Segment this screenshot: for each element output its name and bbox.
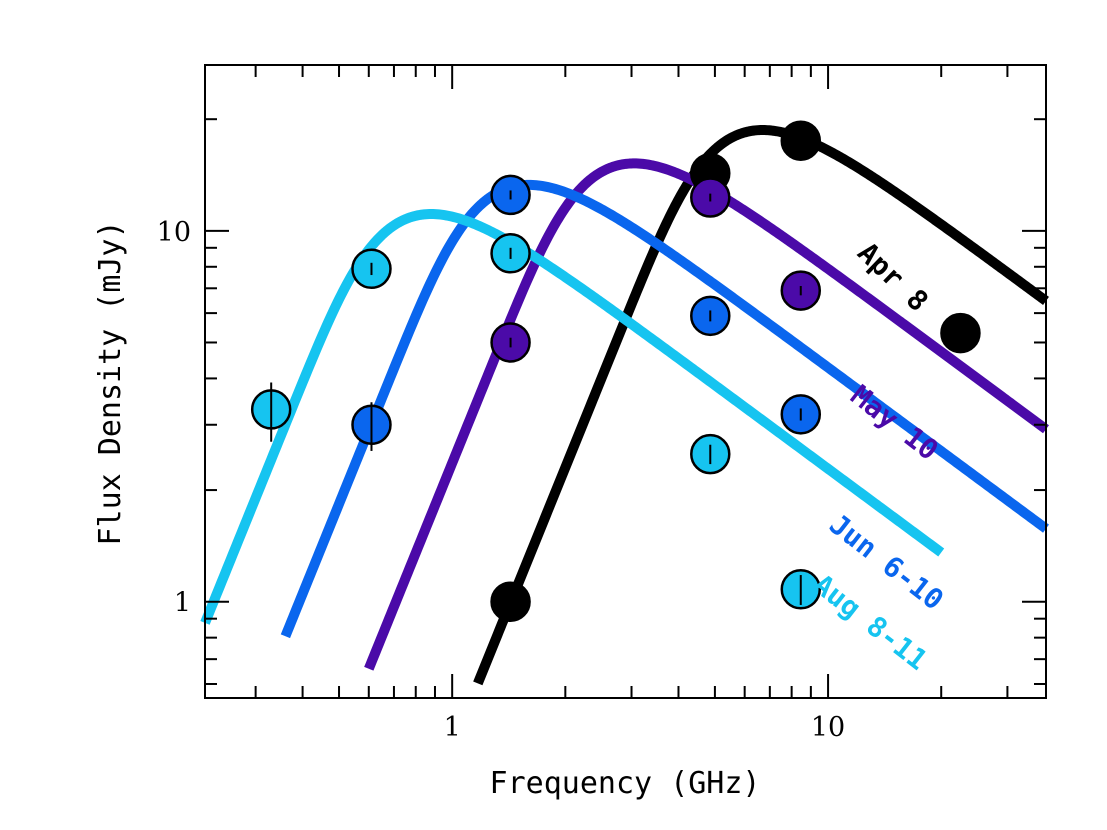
data-point	[780, 120, 822, 161]
axes	[204, 64, 1047, 699]
fit-curve-2	[280, 179, 1050, 639]
y-tick-label: 1	[174, 588, 191, 619]
y-axis-label: Flux Density (mJy)	[93, 220, 128, 545]
data-point	[940, 312, 981, 354]
fit-curve-0	[473, 125, 1050, 686]
x-axis-label: Frequency (GHz)	[490, 766, 761, 801]
fit-curve-3	[200, 209, 945, 625]
x-tick-label: 1	[444, 712, 461, 743]
y-tick-label: 10	[157, 217, 191, 248]
fit-curves	[200, 125, 1050, 686]
x-tick-label: 10	[811, 712, 845, 743]
series-label: May 10	[845, 379, 945, 467]
series-label: Apr 8	[851, 236, 935, 318]
plot-frame	[204, 64, 1047, 699]
data-points	[250, 120, 981, 622]
data-point	[490, 581, 531, 622]
ticks: 1 10 1 10	[157, 65, 1046, 743]
